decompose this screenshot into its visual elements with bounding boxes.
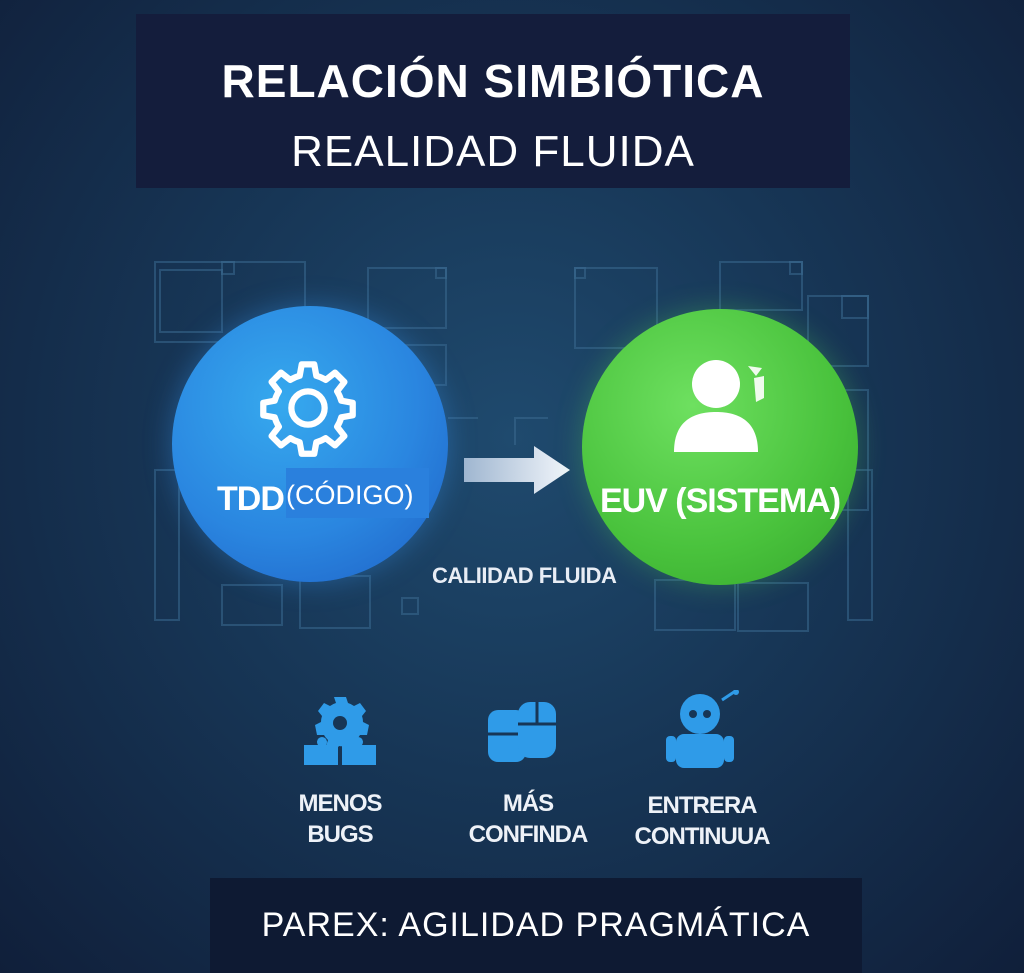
feature-label-entrera-continuua: ENTRERA CONTINUUA	[634, 792, 771, 851]
feature-label-mas-confinda: MÁS CONFINDA	[468, 790, 589, 849]
robot-icon	[666, 690, 739, 768]
tdd-label: TDD	[217, 480, 285, 518]
gear-icon	[260, 361, 356, 457]
tdd-node	[172, 306, 448, 582]
title-banner: RELACIÓN SIMBIÓTICA REALIDAD FLUIDA	[136, 14, 850, 188]
mouse-devices-icon	[488, 702, 556, 762]
footer-text: PAREX: AGILIDAD PRAGMÁTICA	[261, 906, 811, 944]
arrow-right-icon	[464, 446, 570, 494]
feature-label-menos-bugs: MENOS BUGS	[298, 790, 382, 849]
footer-banner: PAREX: AGILIDAD PRAGMÁTICA	[210, 878, 862, 973]
tdd-sublabel: (CÓDIGO)	[286, 468, 429, 518]
gear-puzzle-icon	[304, 697, 376, 765]
user-icon	[674, 360, 764, 452]
euv-label: EUV (SISTEMA)	[599, 482, 841, 520]
title-main: RELACIÓN SIMBIÓTICA	[221, 55, 765, 107]
connector-caption: CALIIDAD FLUIDA	[432, 563, 617, 588]
title-subtitle: REALIDAD FLUIDA	[291, 127, 695, 176]
